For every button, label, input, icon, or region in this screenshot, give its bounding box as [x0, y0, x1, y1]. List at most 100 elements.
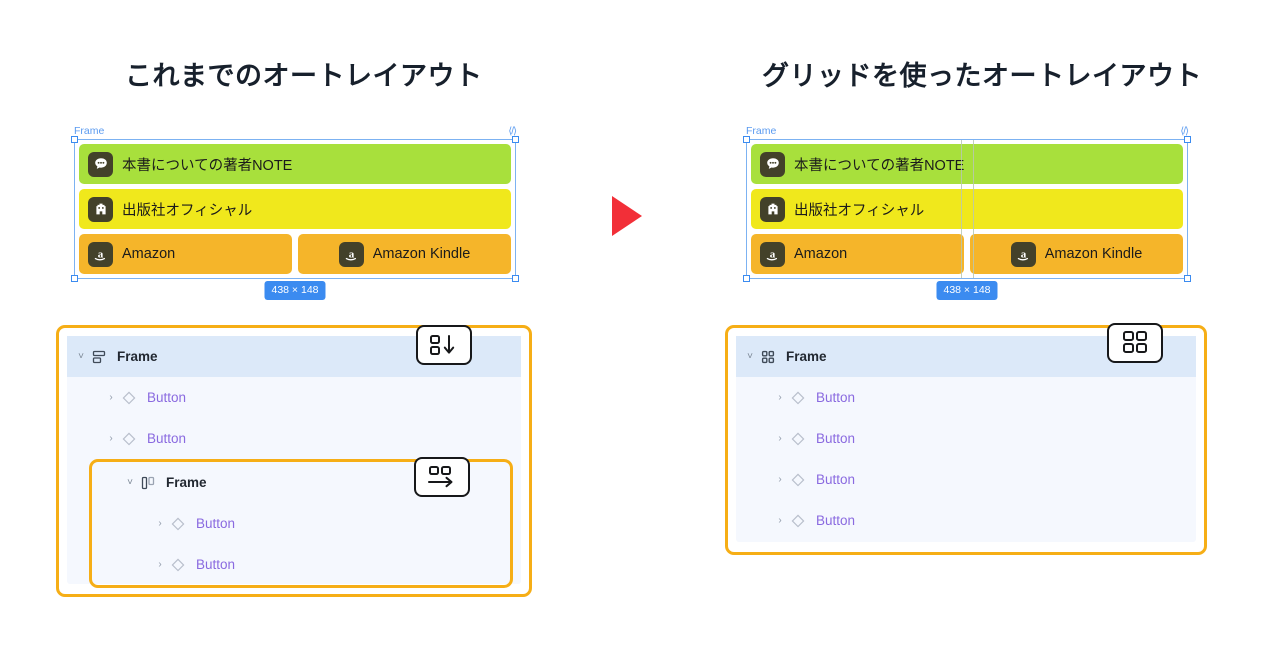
- layer-row-button[interactable]: › Button: [736, 500, 1196, 541]
- vertical-auto-layout-icon: [89, 350, 109, 364]
- selection-handle-bottom-left[interactable]: [743, 275, 750, 282]
- svg-text:a: a: [770, 248, 776, 260]
- mock-button-label: Amazon: [794, 246, 848, 262]
- artboard-left[interactable]: 本書についての著者NOTE 出版社オフィシャル: [71, 136, 519, 300]
- selection-handle-bottom-right[interactable]: [1184, 275, 1191, 282]
- layer-label: Button: [196, 557, 236, 572]
- chevron-down-icon[interactable]: ˅: [747, 350, 753, 362]
- layer-label: Button: [147, 431, 187, 446]
- chevron-down-icon[interactable]: ˅: [127, 476, 133, 488]
- layer-row-button[interactable]: › Button: [736, 418, 1196, 459]
- page-title-left: これまでのオートレイアウト: [125, 61, 483, 91]
- selection-handle-top-right[interactable]: [1184, 136, 1191, 143]
- page-title-right: グリッドを使ったオートレイアウト: [762, 61, 1202, 91]
- chevron-right-icon[interactable]: ›: [109, 432, 113, 444]
- layers-highlight-outline: ˅ Frame ›: [725, 323, 1207, 555]
- code-icon[interactable]: ⟨/⟩: [508, 125, 517, 137]
- mock-button-label: Amazon Kindle: [1044, 246, 1143, 262]
- layer-row-button[interactable]: › Button: [736, 377, 1196, 418]
- layer-label: Button: [816, 472, 856, 487]
- building-icon: [760, 196, 785, 222]
- size-badge: 438 × 148: [264, 280, 326, 300]
- mock-button-label: 本書についての著者NOTE: [794, 157, 965, 174]
- building-icon: [88, 196, 113, 222]
- component-diamond-icon: [788, 514, 808, 528]
- frame-header-left: Frame ⟨/⟩: [74, 124, 517, 139]
- play-triangle-icon: [612, 196, 642, 236]
- artboard-content-right: 本書についての著者NOTE 出版社オフィシャル: [747, 140, 1187, 278]
- button-row-1: 本書についての著者NOTE: [79, 144, 511, 184]
- layer-row-button[interactable]: › Button: [67, 377, 521, 418]
- component-diamond-icon: [788, 432, 808, 446]
- mock-button-label: 出版社オフィシャル: [794, 202, 925, 219]
- code-icon[interactable]: ⟨/⟩: [1180, 125, 1189, 137]
- mock-button-author-note[interactable]: 本書についての著者NOTE: [79, 144, 511, 184]
- layer-label: Button: [816, 431, 856, 446]
- selection-handle-bottom-left[interactable]: [71, 275, 78, 282]
- mock-button-publisher[interactable]: 出版社オフィシャル: [751, 189, 1183, 229]
- mock-button-label: 出版社オフィシャル: [122, 202, 253, 219]
- selection-handle-bottom-right[interactable]: [512, 275, 519, 282]
- mock-button-amazon-kindle[interactable]: a Amazon Kindle: [298, 234, 511, 274]
- amazon-icon: a: [338, 241, 364, 267]
- layer-row-button[interactable]: › Button: [67, 418, 521, 459]
- layer-label: Frame: [786, 349, 827, 364]
- amazon-icon: a: [1010, 241, 1036, 267]
- mock-button-label: 本書についての著者NOTE: [122, 157, 293, 174]
- mockup-left: Frame ⟨/⟩: [71, 124, 519, 300]
- mock-button-publisher[interactable]: 出版社オフィシャル: [79, 189, 511, 229]
- layer-row-frame-nested[interactable]: ˅ Frame: [92, 462, 510, 503]
- amazon-icon: a: [760, 241, 785, 267]
- chevron-right-icon[interactable]: ›: [778, 391, 782, 403]
- component-diamond-icon: [788, 391, 808, 405]
- layer-row-button[interactable]: › Button: [92, 503, 510, 544]
- svg-text:a: a: [1020, 248, 1026, 260]
- selection-handle-top-right[interactable]: [512, 136, 519, 143]
- selection-handle-top-left[interactable]: [743, 136, 750, 143]
- frame-label: Frame: [746, 125, 777, 138]
- chevron-right-icon[interactable]: ›: [158, 558, 162, 570]
- chevron-right-icon[interactable]: ›: [158, 517, 162, 529]
- stack-right-icon: [428, 466, 453, 488]
- mock-button-amazon[interactable]: a Amazon: [79, 234, 292, 274]
- chevron-right-icon[interactable]: ›: [778, 432, 782, 444]
- layer-label: Frame: [166, 475, 207, 490]
- mock-button-amazon[interactable]: a Amazon: [751, 234, 964, 274]
- layers-panel-right: ˅ Frame ›: [725, 323, 1207, 555]
- button-row-1: 本書についての著者NOTE: [751, 144, 1183, 184]
- mock-button-author-note[interactable]: 本書についての著者NOTE: [751, 144, 1183, 184]
- chevron-right-icon[interactable]: ›: [778, 514, 782, 526]
- stack-down-icon: [430, 335, 455, 355]
- vertical-stack-badge: [416, 325, 472, 365]
- component-diamond-icon: [168, 517, 188, 531]
- mock-button-amazon-kindle[interactable]: a Amazon Kindle: [970, 234, 1183, 274]
- selection-handle-top-left[interactable]: [71, 136, 78, 143]
- layer-tree-right: ˅ Frame ›: [736, 336, 1196, 542]
- horizontal-stack-badge: [414, 457, 470, 497]
- grid-layout-icon: [758, 350, 778, 364]
- button-row-3: a Amazon a Amazon Ki: [79, 234, 511, 274]
- mockup-right: Frame ⟨/⟩: [743, 124, 1191, 300]
- horizontal-auto-layout-icon: [138, 476, 158, 490]
- mock-button-label: Amazon: [122, 246, 176, 262]
- layer-label: Button: [196, 516, 236, 531]
- layer-label: Button: [816, 390, 856, 405]
- chevron-right-icon[interactable]: ›: [778, 473, 782, 485]
- grid-2x2-icon: [1123, 331, 1147, 353]
- component-diamond-icon: [788, 473, 808, 487]
- svg-text:a: a: [98, 248, 104, 260]
- speech-bubble-icon: [760, 151, 785, 177]
- artboard-right[interactable]: 本書についての著者NOTE 出版社オフィシャル: [743, 136, 1191, 300]
- layer-row-button[interactable]: › Button: [736, 459, 1196, 500]
- artboard-content-left: 本書についての著者NOTE 出版社オフィシャル: [75, 140, 515, 278]
- chevron-down-icon[interactable]: ˅: [78, 350, 84, 362]
- chevron-right-icon[interactable]: ›: [109, 391, 113, 403]
- grid-badge: [1107, 323, 1163, 363]
- frame-header-right: Frame ⟨/⟩: [746, 124, 1189, 139]
- button-row-2: 出版社オフィシャル: [751, 189, 1183, 229]
- nested-frame-highlight-outline: ˅ Frame ›: [89, 459, 513, 588]
- layer-row-button[interactable]: › Button: [92, 544, 510, 585]
- mock-button-label: Amazon Kindle: [372, 246, 471, 262]
- button-row-2: 出版社オフィシャル: [79, 189, 511, 229]
